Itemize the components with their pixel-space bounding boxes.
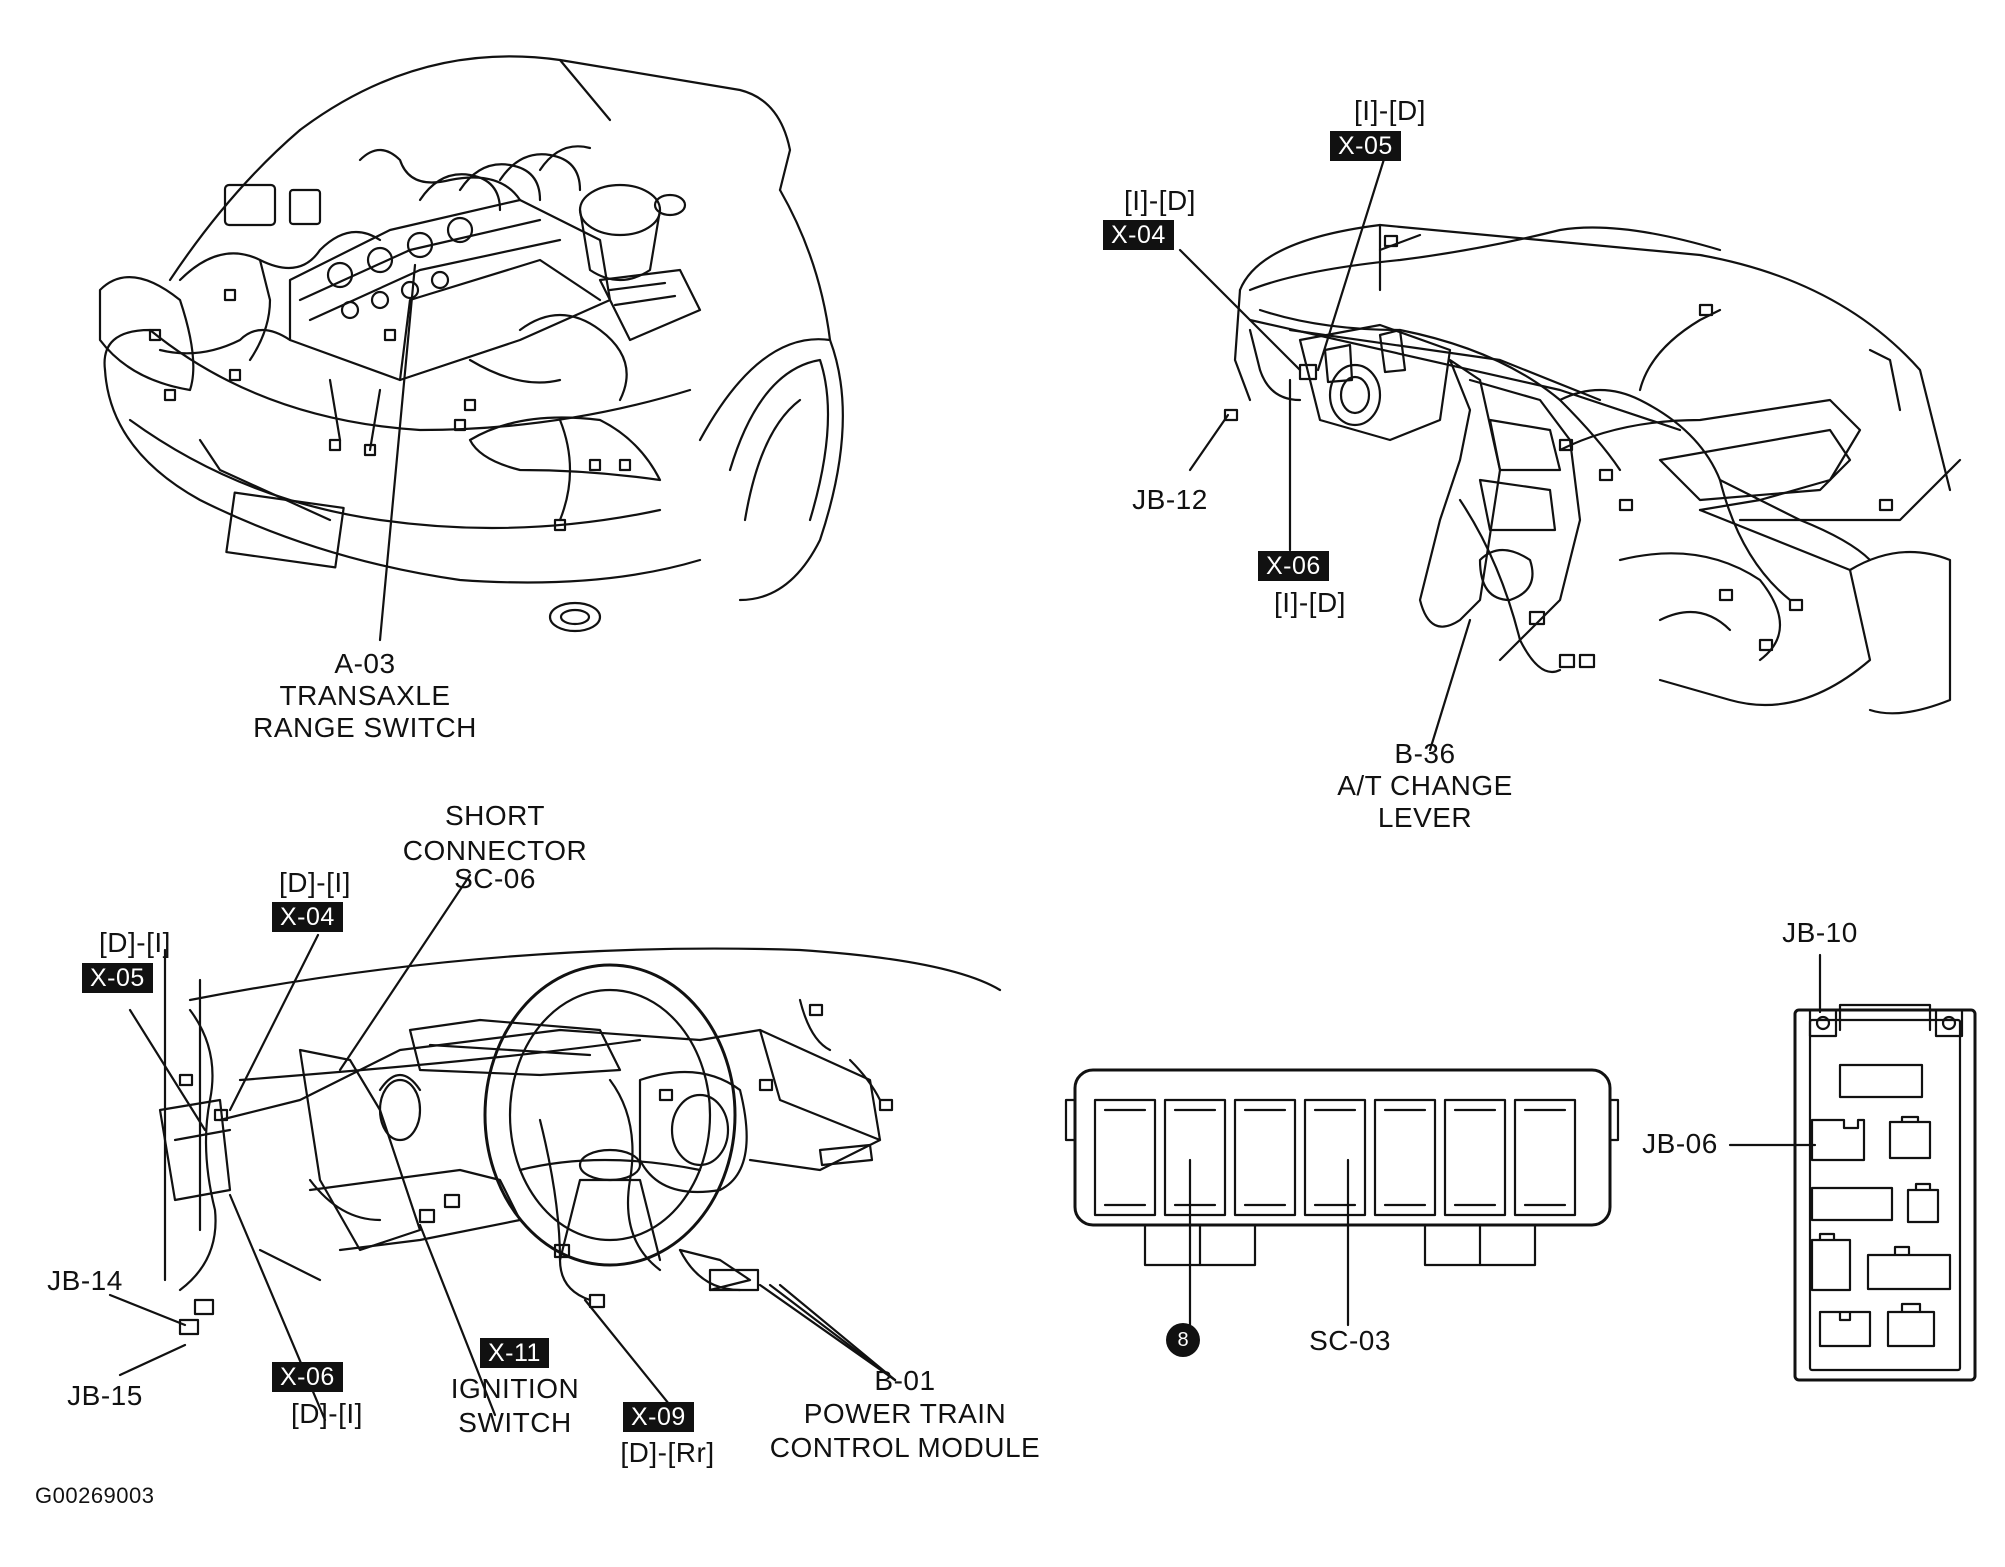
steer-x05-code-box: X-05 [82,963,153,993]
short-connector-sc03-drawing [1064,1068,1620,1342]
steer-x05-side-label: [D]-[I] [99,927,171,958]
engine-compartment-drawing [98,55,844,642]
dash-x06-side-label: [I]-[D] [1274,587,1346,618]
b36-name-line1: A/T CHANGE [1337,770,1513,801]
figure-id-label: G00269003 [35,1483,155,1508]
x09-code-box: X-09 [623,1402,694,1432]
dash-jb12-label: JB-12 [1132,484,1208,515]
x11-name-line2: SWITCH [458,1407,572,1438]
dash-x05-code-box: X-05 [1330,131,1401,161]
steer-x04-side-label: [D]-[I] [279,867,351,898]
jb14-label: JB-14 [47,1265,123,1296]
x11-name-line1: IGNITION [450,1373,580,1404]
dash-x04-side-label: [I]-[D] [1124,185,1196,216]
b01-name-line2: CONTROL MODULE [769,1432,1041,1463]
steer-x06-side-label: [D]-[I] [291,1398,363,1429]
dash-x06-code-box: X-06 [1258,551,1329,581]
pin-number-badge: 8 [1166,1323,1200,1357]
jb10-label: JB-10 [1782,917,1858,948]
jb15-label: JB-15 [67,1380,143,1411]
b01-name-line1: POWER TRAIN [803,1398,1007,1429]
sc03-label: SC-03 [1309,1325,1391,1356]
x09-side-label: [D]-[Rr] [620,1437,715,1468]
jb06-label: JB-06 [1642,1128,1718,1159]
dash-x04-code-box: X-04 [1103,220,1174,250]
steer-x06-code-box: X-06 [272,1362,343,1392]
b01-code-label: B-01 [874,1365,936,1396]
dashboard-drawing [1178,138,1962,752]
sc06-line2: CONNECTOR [402,835,588,866]
a03-name-line2: RANGE SWITCH [253,712,477,743]
sc06-line3: SC-06 [454,863,536,894]
a03-name-line1: TRANSAXLE [279,680,451,711]
a03-code-label: A-03 [334,648,396,679]
dash-x05-side-label: [I]-[D] [1354,95,1426,126]
sc06-line1: SHORT [445,800,545,831]
x11-code-box: X-11 [480,1338,549,1368]
b36-code-label: B-36 [1394,738,1456,769]
steering-area-drawing [108,873,1002,1432]
connector-slots [1093,1098,1577,1217]
b36-name-line2: LEVER [1377,802,1473,833]
junction-box-drawing [1728,953,1977,1382]
steer-x04-code-box: X-04 [272,902,343,932]
